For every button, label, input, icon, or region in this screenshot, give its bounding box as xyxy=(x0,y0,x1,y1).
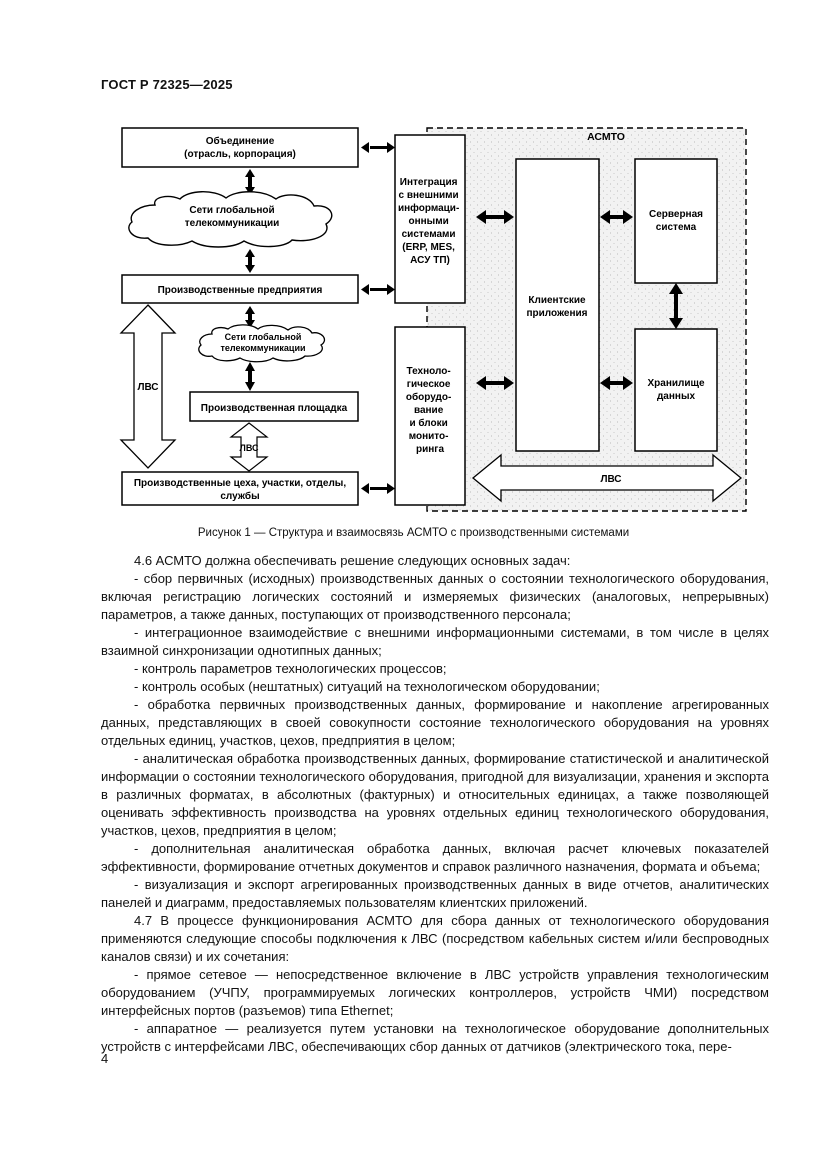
storage-sublabel: данных xyxy=(657,391,696,402)
arrow-enterprises-integration xyxy=(361,284,395,295)
site-label: Производственная площадка xyxy=(201,403,348,414)
equipment-label: Техноло- гическое оборудо- вание и блоки… xyxy=(406,366,454,455)
site-box xyxy=(189,391,359,422)
client-apps-box xyxy=(515,158,600,452)
global-telecom-2-sublabel: телекоммуникации xyxy=(220,343,305,353)
lan-bottom-label: ЛВС xyxy=(600,474,621,485)
association-sublabel: (отрасль, корпорация) xyxy=(184,149,296,160)
storage-box xyxy=(634,328,718,452)
lan-small-label: ЛВС xyxy=(240,443,259,453)
list-item: - визуализация и экспорт агрегированных … xyxy=(101,877,769,910)
arrow-server-storage xyxy=(669,283,683,329)
arrow-workshops-equipment xyxy=(361,483,395,494)
global-telecom-cloud-2 xyxy=(198,324,326,363)
server-box xyxy=(634,158,718,284)
lan-vertical-label: ЛВС xyxy=(137,382,158,393)
association-box xyxy=(121,127,359,168)
arrow-enterprises-cloud2 xyxy=(245,306,255,328)
asmto-structure-diagram: АСМТО Объединение (отрасль, корпорация) … xyxy=(119,127,747,512)
list-item: - сбор первичных (исходных) производстве… xyxy=(101,571,769,622)
lan-vertical-arrow xyxy=(119,304,177,469)
arrow-integration-client xyxy=(476,210,514,224)
arrow-client-storage xyxy=(600,376,633,390)
body-text: 4.6 АСМТО должна обеспечивать решение сл… xyxy=(101,552,769,1056)
lan-horizontal-arrow xyxy=(471,453,743,503)
enterprises-label: Производственные предприятия xyxy=(158,285,323,296)
arrow-client-server xyxy=(600,210,633,224)
global-telecom-sublabel: телекоммуникации xyxy=(185,218,280,229)
list-item: - контроль особых (нештатных) ситуаций н… xyxy=(134,679,600,694)
paragraph: 4.6 АСМТО должна обеспечивать решение сл… xyxy=(134,553,571,568)
workshops-box xyxy=(121,471,359,506)
server-sublabel: система xyxy=(656,222,697,233)
association-label: Объединение xyxy=(206,135,275,147)
arrow-association-cloud xyxy=(245,169,255,195)
arrow-equipment-client xyxy=(476,376,514,390)
global-telecom-2-label: Сети глобальной xyxy=(225,332,302,342)
workshops-label: Производственные цеха, участки, отделы, xyxy=(134,478,347,489)
list-item: - аппаратное — реализуется путем установ… xyxy=(101,1021,769,1054)
server-label: Серверная xyxy=(649,209,703,220)
storage-label: Хранилище xyxy=(647,378,704,389)
document-header: ГОСТ Р 72325—2025 xyxy=(101,77,233,92)
lan-small-arrow xyxy=(229,422,269,472)
list-item: - обработка первичных производственных д… xyxy=(101,697,769,748)
figure-caption: Рисунок 1 — Структура и взаимосвязь АСМТ… xyxy=(197,527,630,539)
global-telecom-label: Сети глобальной xyxy=(189,204,274,216)
equipment-box xyxy=(394,326,466,506)
client-apps-label: Клиентские xyxy=(528,295,586,306)
integration-box xyxy=(394,134,466,304)
workshops-sublabel: службы xyxy=(220,490,259,502)
list-item: - контроль параметров технологических пр… xyxy=(134,661,447,676)
list-item: - аналитическая обработка производственн… xyxy=(101,751,769,838)
enterprises-box xyxy=(121,274,359,304)
asmto-label: АСМТО xyxy=(587,131,625,143)
arrow-association-integration xyxy=(361,142,395,153)
integration-label: Интеграция с внешними информаци- онными … xyxy=(398,177,462,266)
arrow-cloud2-site xyxy=(245,362,255,391)
client-apps-sublabel: приложения xyxy=(526,308,587,319)
list-item: - интеграционное взаимодействие с внешни… xyxy=(101,625,769,658)
list-item: - дополнительная аналитическая обработка… xyxy=(101,841,769,874)
paragraph: 4.7 В процессе функционирования АСМТО дл… xyxy=(101,913,769,964)
global-telecom-cloud xyxy=(128,191,333,248)
list-item: - прямое сетевое — непосредственное вклю… xyxy=(101,967,769,1018)
arrow-cloud-enterprises xyxy=(245,249,255,273)
page-number: 4 xyxy=(101,1051,109,1066)
